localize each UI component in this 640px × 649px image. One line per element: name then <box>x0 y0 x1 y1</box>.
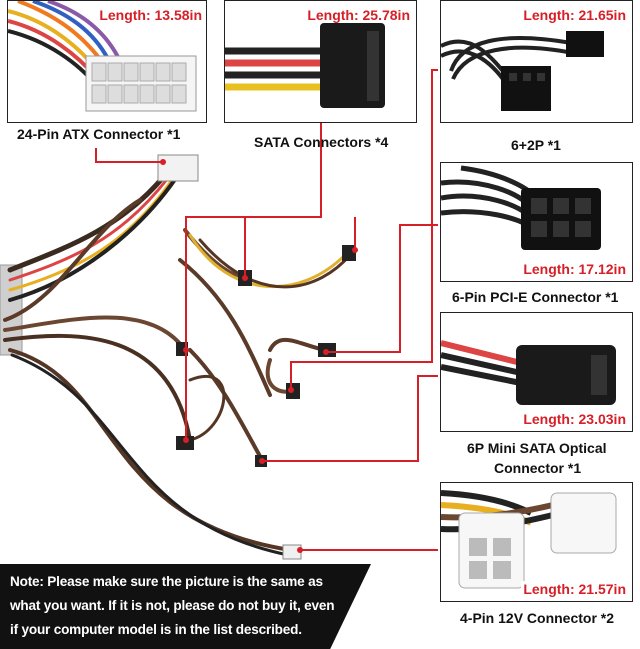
sata-panel: Length: 25.78in <box>224 0 417 123</box>
six2-connector-image <box>441 31 604 111</box>
pcie6-length: Length: 17.12in <box>521 261 628 277</box>
minisata-connector-image <box>441 340 616 405</box>
callout-line-sata <box>185 123 322 350</box>
cpu4-panel: Length: 21.57in <box>440 482 633 602</box>
minisata-panel: Length: 23.03in <box>440 312 633 432</box>
cable-bundle <box>7 172 168 273</box>
callout-line-atx <box>95 148 163 163</box>
sata-connector-image <box>225 23 385 108</box>
cpu4-connector-image <box>441 490 617 589</box>
cpu4-length: Length: 21.57in <box>521 581 628 597</box>
atx24-caption: 24-Pin ATX Connector *1 <box>17 126 181 142</box>
minisata-caption-line2: Connector *1 <box>494 460 582 476</box>
sata-caption: SATA Connectors *4 <box>254 134 389 150</box>
note-line-3: if your computer model is in the list de… <box>10 622 302 637</box>
six2-panel: Length: 21.65in <box>440 0 633 123</box>
callout-line-minisata <box>262 375 438 462</box>
pcie6-connector-image <box>441 165 601 250</box>
callout-line-6plus2 <box>290 69 438 390</box>
minisata-length: Length: 23.03in <box>521 411 628 427</box>
sata-length: Length: 25.78in <box>305 7 412 23</box>
atx24-connector-image <box>8 1 197 112</box>
pcie6-panel: Length: 17.12in <box>440 162 633 282</box>
note-line-2: what you want. If it is not, please do n… <box>10 598 335 613</box>
purchase-note: Note: Please make sure the picture is th… <box>0 564 371 649</box>
cpu4-caption: 4-Pin 12V Connector *2 <box>460 610 615 626</box>
note-line-1: Note: Please make sure the picture is th… <box>10 574 323 589</box>
atx24-panel: Length: 13.58in <box>7 0 207 123</box>
atx24-length: Length: 13.58in <box>97 7 204 23</box>
pcie6-caption: 6-Pin PCI-E Connector *1 <box>452 289 619 305</box>
six2-length: Length: 21.65in <box>521 7 628 23</box>
minisata-caption-line1: 6P Mini SATA Optical <box>467 440 607 456</box>
six2-caption: 6+2P *1 <box>511 137 561 153</box>
callout-line-pcie <box>326 224 438 353</box>
